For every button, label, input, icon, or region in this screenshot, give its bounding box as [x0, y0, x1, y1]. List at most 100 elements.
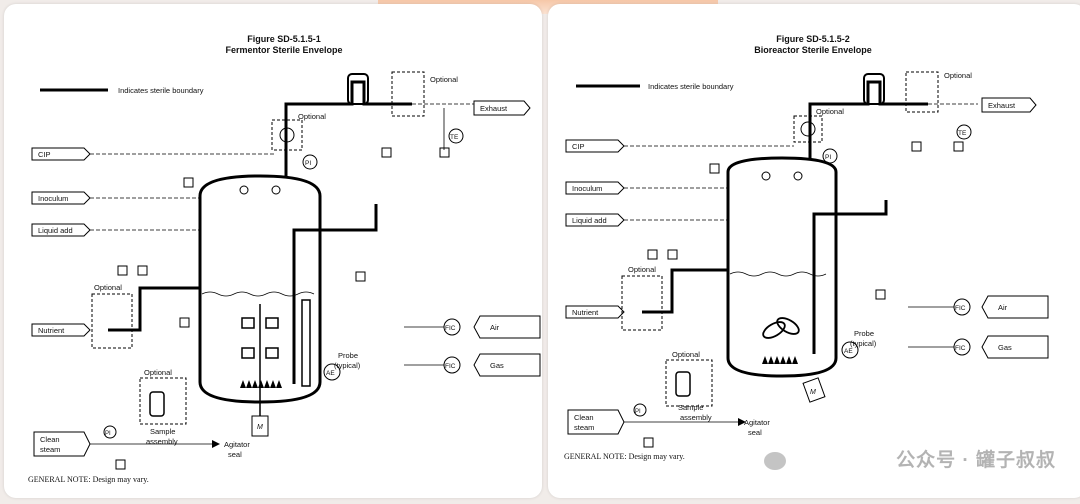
- pi-gauge: [822, 148, 838, 164]
- impeller-blade: [241, 347, 255, 359]
- figure-number: Figure SD-5.1.5-1: [247, 34, 321, 44]
- agitator-label-1: Agitator: [744, 418, 770, 427]
- fermentor-diagram: Indicates sterile boundary M Exhaust TE …: [31, 71, 541, 470]
- ae-probe: [841, 341, 859, 359]
- ae-probe: [323, 363, 341, 381]
- pi-label: PI: [105, 431, 111, 437]
- optional-box: [391, 71, 425, 117]
- marine-impeller: [776, 317, 800, 335]
- arrow-head: [738, 418, 746, 426]
- steam-trap: [381, 147, 392, 158]
- sample-label-2: assembly: [146, 437, 178, 446]
- cip-input: [31, 147, 91, 161]
- cip-input: [565, 139, 625, 153]
- figure-left-panel: Figure SD-5.1.5-1 Fermentor Sterile Enve…: [4, 4, 542, 498]
- nutrient-label: Nutrient: [572, 308, 599, 317]
- sterile-boundary-air: [292, 204, 378, 384]
- cip-label: CIP: [572, 142, 585, 151]
- steam-trap: [137, 265, 148, 276]
- liquid-add-input: [565, 213, 625, 227]
- inoculum-label: Inoculum: [38, 194, 68, 203]
- optional-label: Optional: [816, 107, 844, 116]
- exhaust-arrow: [981, 97, 1037, 113]
- ae-label: AE: [844, 348, 853, 355]
- gas-input: [473, 353, 541, 377]
- fic-label: FIC: [955, 305, 966, 312]
- clean-steam-label-2: steam: [40, 445, 60, 454]
- clean-steam-label-2: steam: [574, 423, 594, 432]
- agitator-label-2: seal: [228, 450, 242, 459]
- steam-trap: [647, 249, 658, 260]
- optional-label: Optional: [144, 368, 172, 377]
- exhaust-filter: [863, 73, 885, 105]
- steam-trap: [183, 177, 194, 188]
- fic-label: FIC: [955, 345, 966, 352]
- exhaust-label: Exhaust: [988, 101, 1016, 110]
- gas-input: [981, 335, 1049, 359]
- legend-text: Indicates sterile boundary: [118, 86, 204, 95]
- steam-trap: [709, 163, 720, 174]
- nutrient-label: Nutrient: [38, 326, 65, 335]
- probe-label-1: Probe: [338, 351, 358, 360]
- impeller-blade: [265, 347, 279, 359]
- sterile-boundary-nutrient: [108, 286, 200, 332]
- figure-title-left: Figure SD-5.1.5-1 Fermentor Sterile Enve…: [204, 34, 364, 56]
- optional-label: Optional: [430, 75, 458, 84]
- steam-trap: [875, 289, 886, 300]
- steam-trap: [643, 437, 654, 448]
- steam-trap: [115, 459, 126, 470]
- liquid-add-label: Liquid add: [572, 216, 607, 225]
- figure-number: Figure SD-5.1.5-2: [776, 34, 850, 44]
- optional-label: Optional: [94, 283, 122, 292]
- pi-gauge: [302, 154, 318, 170]
- te-label: TE: [958, 130, 967, 137]
- optional-box: [91, 293, 133, 349]
- bioreactor-diagram: Indicates sterile boundary M Exhaust TE …: [565, 71, 1049, 448]
- te-instrument: [956, 124, 972, 140]
- sparger: [240, 380, 282, 388]
- motor-label: M: [257, 424, 263, 431]
- sample-label-2: assembly: [680, 413, 712, 422]
- probe-label-2: (typical): [850, 339, 877, 348]
- te-instrument: [448, 128, 464, 144]
- nutrient-input: [565, 305, 625, 319]
- clean-steam-input: [567, 409, 625, 435]
- sample-label-1: Sample: [150, 427, 175, 436]
- air-label: Air: [490, 323, 500, 332]
- clean-steam-label-1: Clean: [40, 435, 60, 444]
- optional-label: Optional: [298, 112, 326, 121]
- optional-box: [665, 359, 713, 407]
- clean-steam-input: [33, 431, 91, 457]
- spray-ball: [761, 171, 771, 181]
- steam-trap: [667, 249, 678, 260]
- sample-bottle: [675, 371, 691, 397]
- steam-trap: [911, 141, 922, 152]
- marine-impeller: [762, 321, 786, 339]
- steam-trap: [355, 271, 366, 282]
- figure-title-right: Figure SD-5.1.5-2 Bioreactor Sterile Env…: [733, 34, 893, 56]
- fic-label: FIC: [445, 363, 456, 370]
- optional-label: Optional: [944, 71, 972, 80]
- baffle: [301, 299, 311, 387]
- general-note: GENERAL NOTE: Design may vary.: [564, 452, 685, 461]
- pi-gauge: [633, 403, 647, 417]
- optional-label: Optional: [672, 350, 700, 359]
- pi-gauge: [103, 425, 117, 439]
- optional-box: [905, 71, 939, 113]
- figure-name: Fermentor Sterile Envelope: [225, 45, 343, 55]
- arrow-head: [212, 440, 220, 448]
- liquid-level: [201, 291, 315, 297]
- watermark-icon: [764, 452, 786, 470]
- legend-text: Indicates sterile boundary: [648, 82, 734, 91]
- cip-label: CIP: [38, 150, 51, 159]
- air-label: Air: [998, 303, 1008, 312]
- liquid-level: [729, 271, 827, 277]
- agitator-label-1: Agitator: [224, 440, 250, 449]
- sample-label-1: Sample: [678, 403, 703, 412]
- impeller-blade: [241, 317, 255, 329]
- sparger: [762, 356, 798, 364]
- steam-trap: [953, 141, 964, 152]
- pi-label: PI: [635, 409, 641, 415]
- steam-trap: [117, 265, 128, 276]
- pi-label: PI: [825, 154, 831, 161]
